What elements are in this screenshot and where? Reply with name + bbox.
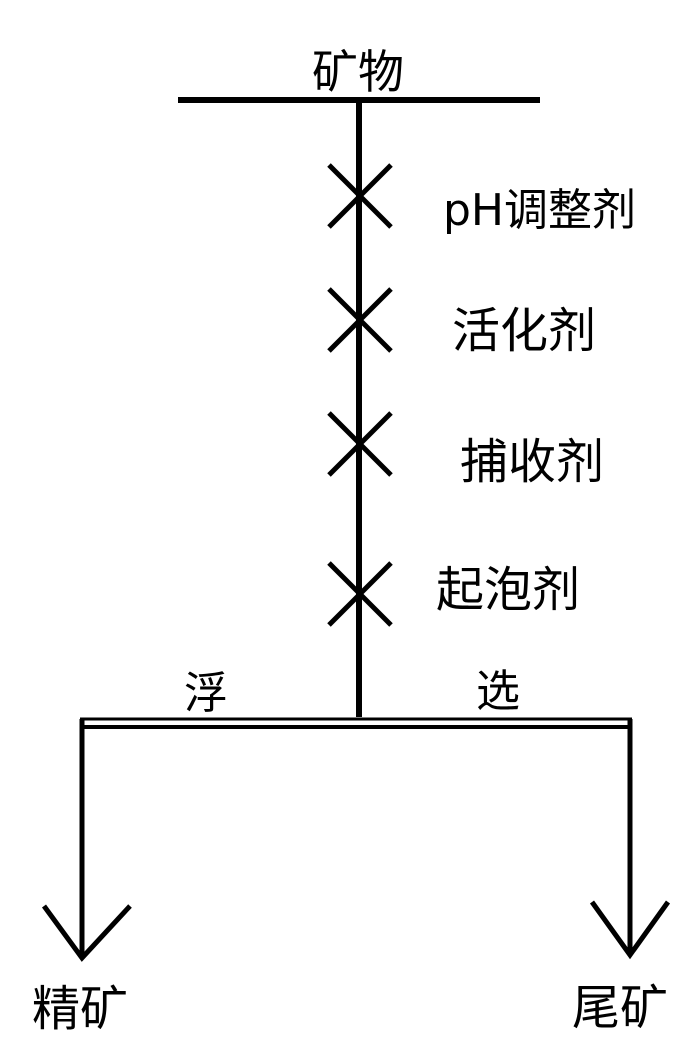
reagent-label-activator: 活化剂 xyxy=(452,303,596,359)
reagent-label-frother: 起泡剂 xyxy=(436,562,580,618)
reagent-marker xyxy=(327,561,393,627)
output-label-concentrate: 精矿 xyxy=(32,981,128,1037)
process-label-right: 选 xyxy=(476,666,520,717)
reagent-marker xyxy=(327,411,393,477)
reagent-label-collector: 捕收剂 xyxy=(460,434,604,490)
tailings-arrowhead xyxy=(589,900,671,960)
reagent-marker xyxy=(327,163,393,229)
concentrate-arrowhead xyxy=(41,904,132,962)
reagent-label-ph-regulator: pH调整剂 xyxy=(443,185,636,236)
input-label: 矿物 xyxy=(312,45,404,99)
process-label-left: 浮 xyxy=(184,668,228,719)
reagent-marker xyxy=(327,287,393,353)
output-label-tailings: 尾矿 xyxy=(572,980,668,1036)
